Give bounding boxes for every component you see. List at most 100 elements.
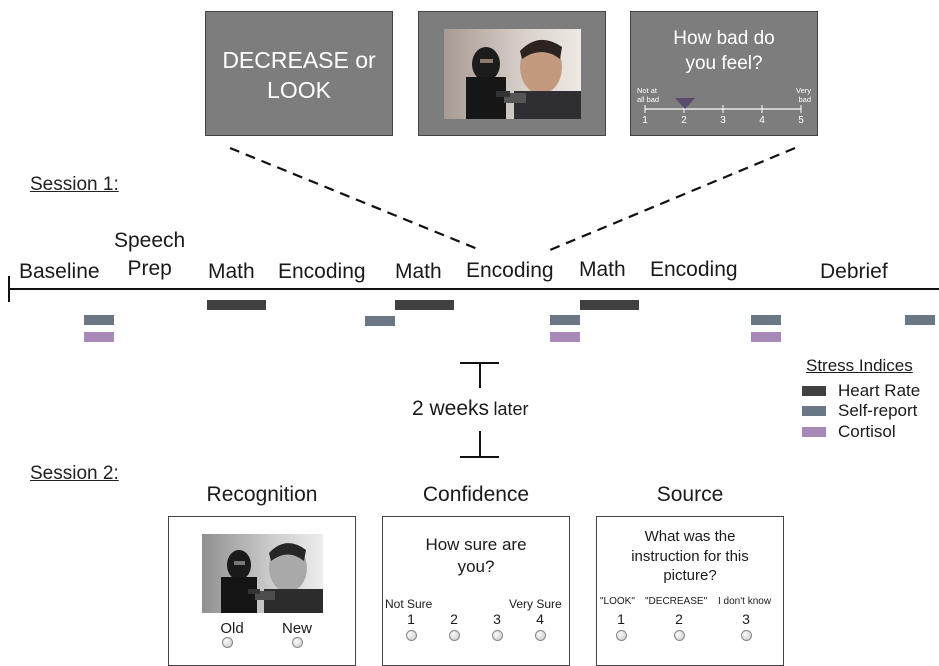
phase-speech-prep: Speech Prep: [114, 227, 185, 283]
confidence-radio-3[interactable]: [492, 630, 503, 641]
self-report-bar-2: [365, 316, 395, 326]
recognition-option-new-label: New: [281, 620, 312, 637]
phase-math-1: Math: [208, 260, 255, 283]
recognition-radio-old[interactable]: [222, 637, 233, 648]
rating-card: How bad do you feel? Not at all bad Very…: [630, 11, 818, 136]
confidence-option-2-label: 2: [450, 611, 458, 627]
source-option-2-label: 2: [675, 611, 683, 627]
confidence-card: How sure are you? Not Sure Very Sure 1 2…: [382, 516, 570, 666]
source-radio-2[interactable]: [674, 630, 685, 641]
interval-bottom-cap: [460, 456, 499, 458]
phase-baseline: Baseline: [19, 260, 100, 283]
source-radio-3[interactable]: [741, 630, 752, 641]
confidence-radio-2[interactable]: [449, 630, 460, 641]
cortisol-bar-1: [84, 332, 114, 342]
session2-label: Session 2:: [30, 463, 119, 484]
phase-encoding-1: Encoding: [278, 260, 366, 283]
phase-speech-prep-line1: Speech: [114, 229, 186, 252]
recognition-photo: [202, 534, 323, 613]
legend-title: Stress Indices: [806, 356, 913, 375]
phase-math-3: Math: [579, 258, 626, 281]
self-report-bar-3: [550, 315, 580, 325]
source-option-decrease-label: "DECREASE": [645, 596, 708, 607]
rating-left-anchor: Not at all bad: [637, 86, 659, 104]
source-question-line3: picture?: [663, 567, 717, 584]
right-anchor-line1: Very: [795, 86, 811, 95]
phase-math-2: Math: [395, 260, 442, 283]
left-anchor-line1: Not at: [637, 86, 658, 95]
legend-label-cortisol: Cortisol: [838, 422, 896, 441]
source-option-3-label: 3: [742, 611, 750, 627]
rating-question-line2: you feel?: [685, 53, 763, 74]
phase-encoding-3: Encoding: [650, 258, 738, 281]
source-option-1-label: 1: [617, 611, 625, 627]
instruction-line2: LOOK: [267, 77, 331, 103]
legend-label-heart-rate: Heart Rate: [838, 381, 921, 400]
interval-top-stem: [479, 362, 481, 388]
legend-swatch-heart-rate: [802, 386, 826, 396]
confidence-radio-1[interactable]: [406, 630, 417, 641]
right-anchor-line2: bad: [798, 95, 811, 104]
cortisol-bar-2: [550, 332, 580, 342]
rating-question: How bad do you feel?: [631, 26, 817, 76]
source-title: Source: [656, 483, 724, 506]
source-question: What was the instruction for this pictur…: [597, 527, 783, 586]
stimulus-photo-image: [444, 29, 581, 119]
phase-debrief: Debrief: [820, 260, 888, 283]
instruction-card: DECREASE or LOOK: [205, 11, 393, 136]
rating-tick-2: 2: [681, 115, 687, 126]
interval-label-small: later: [493, 399, 529, 419]
recognition-option-old-label: Old: [220, 620, 244, 637]
source-option-look-label: "LOOK": [600, 596, 635, 607]
rating-tick-1: 1: [642, 115, 648, 126]
source-question-line1: What was the: [644, 528, 736, 545]
confidence-radio-4[interactable]: [535, 630, 546, 641]
confidence-question-line1: How sure are: [425, 535, 527, 554]
rating-scale: [644, 98, 802, 113]
confidence-option-1-label: 1: [407, 611, 415, 627]
confidence-option-3-label: 3: [493, 611, 501, 627]
left-anchor-line2: all bad: [637, 95, 660, 104]
legend-swatch-cortisol: [802, 427, 826, 437]
self-report-bar-4: [751, 315, 781, 325]
rating-right-anchor: Very bad: [787, 86, 811, 104]
phase-speech-prep-line2: Prep: [127, 257, 172, 280]
confidence-option-4-label: 4: [536, 611, 544, 627]
stimulus-photo: [444, 29, 581, 119]
confidence-left-anchor: Not Sure: [385, 597, 433, 611]
timeline-start-tick: [8, 276, 10, 302]
recognition-title: Recognition: [206, 483, 318, 506]
heart-rate-bar-3: [580, 300, 639, 310]
confidence-title: Confidence: [422, 483, 530, 506]
rating-question-line1: How bad do: [673, 28, 775, 49]
confidence-question: How sure are you?: [383, 534, 569, 578]
legend-swatch-self-report: [802, 406, 826, 416]
rating-marker-icon: [675, 98, 695, 109]
instruction-text: DECREASE or LOOK: [206, 45, 392, 105]
instruction-line1: DECREASE or: [222, 47, 376, 73]
confidence-right-anchor: Very Sure: [509, 597, 562, 611]
interval-label: 2 weeks later: [412, 397, 529, 421]
rating-tick-5: 5: [798, 115, 804, 126]
source-question-line2: instruction for this: [631, 547, 749, 565]
recognition-photo-image: [202, 534, 323, 613]
heart-rate-bar-2: [395, 300, 454, 310]
interval-label-big: 2 weeks: [412, 397, 490, 420]
phase-encoding-2: Encoding: [466, 259, 554, 282]
rating-tick-3: 3: [720, 115, 726, 126]
source-option-unknown-label: I don't know: [718, 596, 772, 607]
picture-card: [418, 11, 606, 136]
rating-tick-4: 4: [759, 115, 765, 126]
source-radio-1[interactable]: [616, 630, 627, 641]
recognition-radio-new[interactable]: [292, 637, 303, 648]
legend-label-self-report: Self-report: [838, 401, 918, 420]
source-card: What was the instruction for this pictur…: [596, 516, 784, 666]
confidence-question-line2: you?: [457, 557, 495, 576]
connector-right: [549, 146, 796, 252]
interval-bottom-stem: [479, 431, 481, 457]
legend: Stress Indices Heart Rate Self-report Co…: [800, 356, 935, 446]
connector-lines: [229, 146, 796, 252]
cortisol-bar-3: [751, 332, 781, 342]
timeline-axis: [8, 288, 939, 290]
heart-rate-bar-1: [207, 300, 266, 310]
